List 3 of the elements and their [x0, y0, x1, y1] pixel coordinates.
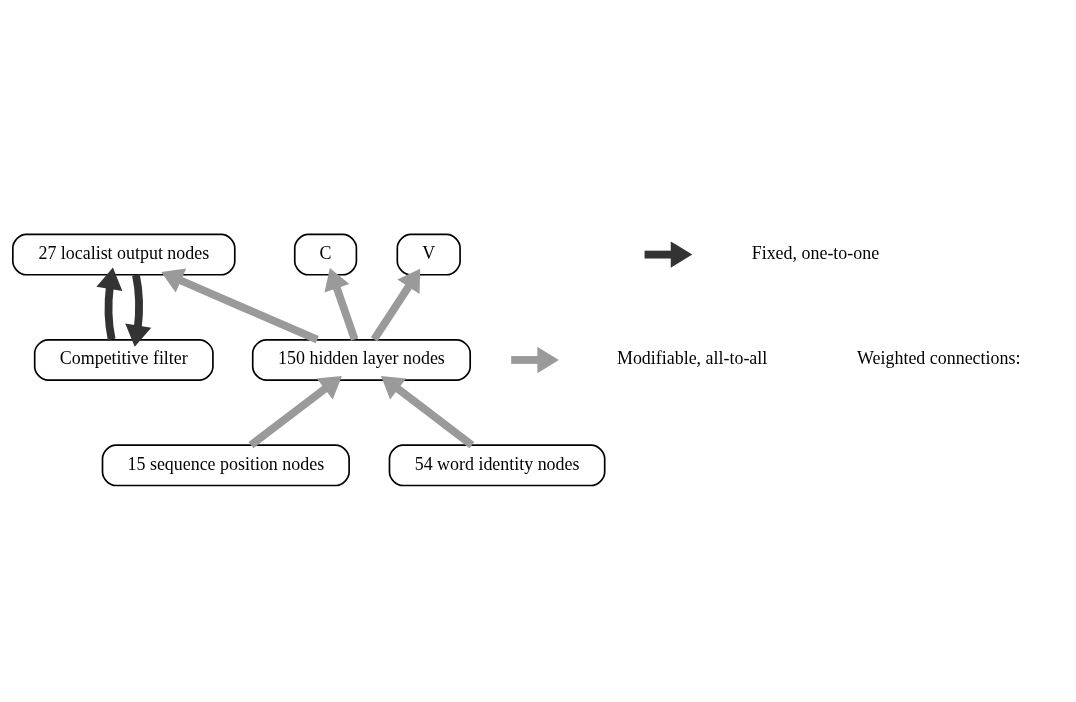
legend-label: Fixed, one-to-one	[751, 242, 880, 263]
legend-label: Modifiable, all-to-all	[616, 348, 768, 369]
label: Weighted connections:	[857, 348, 1021, 369]
